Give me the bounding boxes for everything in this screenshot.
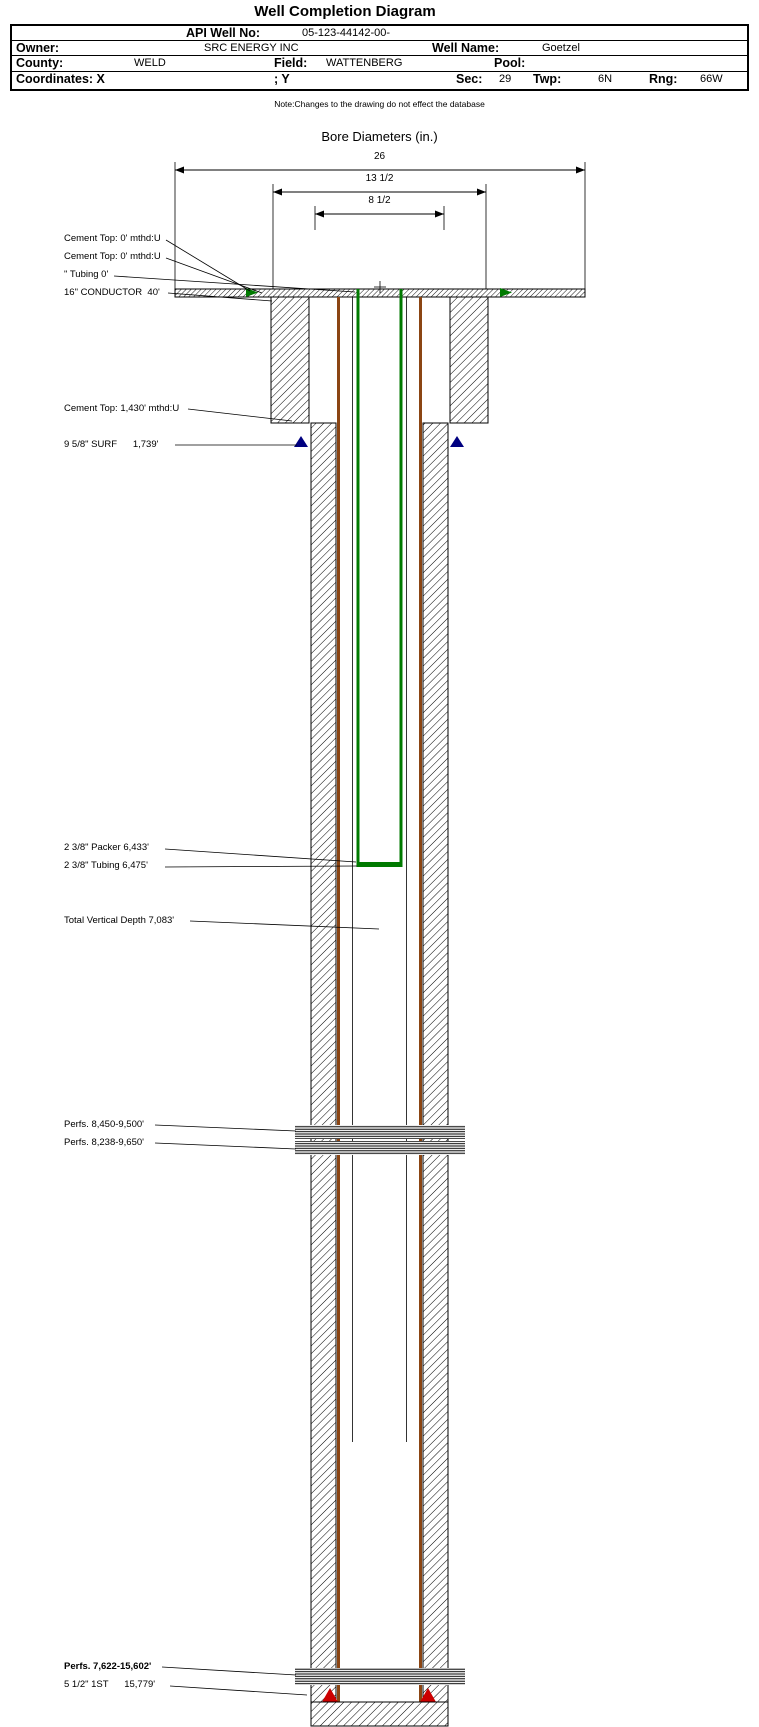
bottom-plug [310, 1701, 449, 1727]
conductor-casing [270, 296, 489, 424]
field-label: Field: [274, 56, 308, 70]
bore-diameters-title: Bore Diameters (in.) [321, 129, 438, 144]
production-casing [337, 297, 422, 1702]
annotation-conductor: 16" CONDUCTOR 40' [64, 287, 160, 298]
bore-dimension-lines [174, 162, 586, 291]
open-hole-lines [352, 297, 407, 1442]
rng-label: Rng: [649, 72, 678, 86]
annotation-surface-casing: 9 5/8" SURF 1,739' [64, 439, 159, 450]
perforations-upper [295, 1125, 465, 1155]
well-name-label: Well Name: [432, 41, 500, 55]
surface-line [174, 281, 586, 298]
sec-value: 29 [499, 73, 512, 85]
well-name-value: Goetzel [542, 42, 580, 54]
api-well-no-label: API Well No: [186, 26, 261, 40]
twp-value: 6N [598, 73, 613, 85]
twp-label: Twp: [533, 72, 562, 86]
annotation-tubing: 2 3/8" Tubing 6,475' [64, 860, 148, 871]
annotation-production-casing: 5 1/2" 1ST 15,779' [64, 1679, 156, 1690]
table-row-county: County: WELD Field: WATTENBERG Pool: [12, 56, 747, 72]
table-row-api: API Well No: 05-123-44142-00- [12, 26, 747, 41]
perforations-lower [295, 1668, 465, 1685]
pool-label: Pool: [494, 56, 526, 70]
table-row-owner: Owner: SRC ENERGY INC Well Name: Goetzel [12, 41, 747, 56]
page-title: Well Completion Diagram [254, 3, 436, 20]
annotation-cement-top-1: Cement Top: 0' mthd:U [64, 233, 161, 244]
annotation-cement-top-3: Cement Top: 1,430' mthd:U [64, 403, 180, 414]
county-label: County: [16, 56, 64, 70]
owner-label: Owner: [16, 41, 60, 55]
leader-lines [113, 239, 380, 1696]
tubing-string [356, 289, 403, 867]
county-value: WELD [134, 57, 166, 69]
coordinates-label: Coordinates: X [16, 72, 105, 86]
annotation-tubing-top: " Tubing 0' [64, 269, 109, 280]
annotation-tvd: Total Vertical Depth 7,083' [64, 915, 175, 926]
production-casing-shoe-markers [322, 1688, 436, 1702]
annotation-cement-top-2: Cement Top: 0' mthd:U [64, 251, 161, 262]
table-row-coordinates: Coordinates: X ; Y Sec: 29 Twp: 6N Rng: … [12, 72, 747, 89]
surface-casing-shoe-markers [294, 436, 464, 447]
bore-dim-13-5-label: 13 1/2 [365, 173, 394, 184]
sec-label: Sec: [456, 72, 483, 86]
annotation-packer: 2 3/8" Packer 6,433' [64, 842, 149, 853]
well-info-table: API Well No: 05-123-44142-00- Owner: SRC… [10, 24, 749, 91]
casing-cement-bands [310, 422, 449, 1703]
annotation-perfs-lower: Perfs. 7,622-15,602' [64, 1661, 152, 1672]
api-well-no-value: 05-123-44142-00- [302, 27, 391, 39]
field-value: WATTENBERG [326, 57, 403, 69]
coordinates-y-label: ; Y [274, 72, 290, 86]
bore-dim-26-label: 26 [373, 151, 386, 162]
owner-value: SRC ENERGY INC [204, 42, 299, 54]
annotation-perfs-upper-1: Perfs. 8,450-9,500' [64, 1119, 144, 1130]
rng-value: 66W [700, 73, 723, 85]
database-note: Note:Changes to the drawing do not effec… [274, 99, 485, 109]
bore-dim-8-5-label: 8 1/2 [368, 195, 391, 206]
annotation-perfs-upper-2: Perfs. 8,238-9,650' [64, 1137, 144, 1148]
